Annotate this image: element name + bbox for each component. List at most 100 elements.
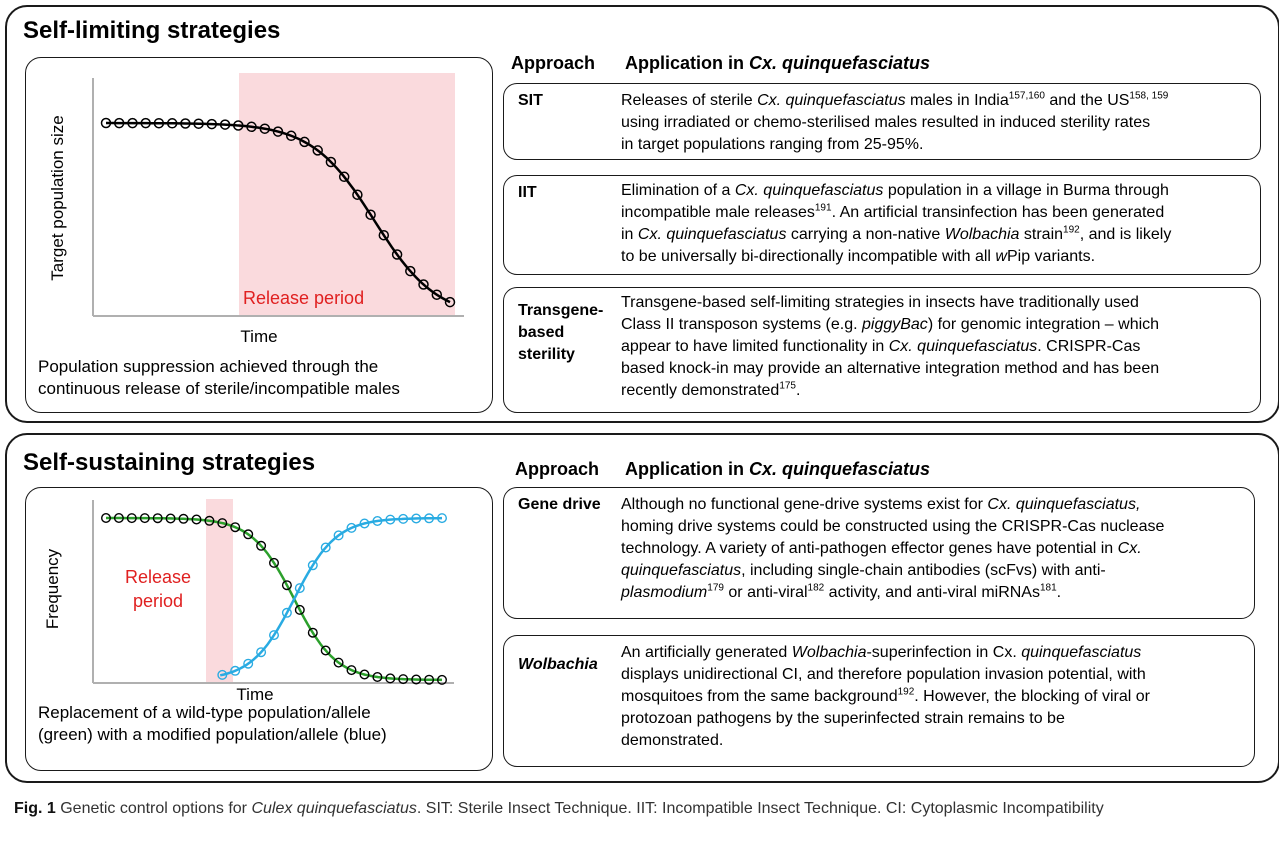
x-axis-label: Time <box>236 685 273 704</box>
modified-markers <box>217 513 448 680</box>
wild-type-marker <box>217 518 228 529</box>
self-limiting-panel: Self-limiting strategies Release period … <box>5 5 1279 423</box>
row-wolbachia: Wolbachia An artificially generated Wolb… <box>503 635 1255 767</box>
x-axis-label: Time <box>240 327 277 346</box>
population-marker <box>418 279 429 290</box>
text-line: based knock-in may provide an alternativ… <box>621 360 1160 377</box>
row-description: An artificially generated Wolbachia-supe… <box>621 642 1150 752</box>
population-marker <box>219 119 231 130</box>
population-marker <box>206 118 218 130</box>
wild-type-marker <box>320 645 331 656</box>
population-marker <box>378 229 390 241</box>
self-limiting-title: Self-limiting strategies <box>23 17 281 44</box>
modified-marker <box>307 560 318 571</box>
release-period-label-line1: Release <box>125 567 191 587</box>
wild-type-marker <box>256 540 267 551</box>
text-line: protozoan pathogens by the superinfected… <box>621 710 1065 727</box>
population-markers <box>100 117 456 308</box>
row-description: Although no functional gene-drive system… <box>621 494 1164 604</box>
text-line: An artificially generated Wolbachia-supe… <box>621 644 1142 661</box>
release-period-label: Release period <box>243 288 364 308</box>
row-gene-drive: Gene drive Although no functional gene-d… <box>503 487 1255 619</box>
row-description: Releases of sterile Cx. quinquefasciatus… <box>621 90 1168 156</box>
row-label: Gene drive <box>518 496 601 513</box>
approach-header: Approach <box>515 459 600 479</box>
text-line: displays unidirectional CI, and therefor… <box>621 666 1146 683</box>
application-header: Application in Cx. quinquefasciatus <box>625 53 931 73</box>
population-marker <box>127 117 138 129</box>
text-line: appear to have limited functionality in … <box>621 338 1141 355</box>
population-marker <box>352 189 363 200</box>
modified-marker <box>320 542 331 553</box>
wild-type-marker <box>424 674 435 685</box>
modified-marker <box>333 530 344 541</box>
population-marker <box>299 136 310 148</box>
wild-type-markers <box>100 513 448 685</box>
wild-type-marker <box>437 674 448 685</box>
modified-marker <box>385 514 396 525</box>
modified-marker <box>437 513 448 524</box>
wild-type-marker <box>385 673 396 684</box>
population-marker <box>246 121 257 133</box>
row-description: Elimination of a Cx. quinquefasciatus po… <box>621 180 1171 268</box>
self-sustaining-caption: Replacement of a wild-type population/al… <box>38 703 387 744</box>
population-marker <box>233 120 244 131</box>
figure-caption: Fig. 1 Genetic control options for Culex… <box>14 798 1254 820</box>
modified-marker <box>230 665 241 676</box>
text-line: in Cx. quinquefasciatus carrying a non-n… <box>621 224 1172 243</box>
modified-marker <box>411 513 422 524</box>
wild-type-marker <box>346 665 357 676</box>
approach-header: Approach <box>511 53 596 73</box>
text-line: demonstrated. <box>621 732 724 749</box>
row-label: SIT <box>518 92 543 109</box>
population-marker <box>365 209 376 220</box>
self-sustaining-graph: Release period Frequency Time Replacemen… <box>25 487 493 771</box>
row-iit: IIT Elimination of a Cx. quinquefasciatu… <box>503 175 1261 275</box>
release-period-shade <box>206 499 233 682</box>
modified-marker <box>256 647 267 658</box>
population-marker <box>180 118 191 129</box>
text-line: quinquefasciatus, including single-chain… <box>621 562 1106 579</box>
population-marker <box>431 289 443 300</box>
text-line: homing drive systems could be constructe… <box>621 518 1165 535</box>
row-label: Wolbachia <box>518 656 598 673</box>
row-sit: SIT Releases of sterile Cx. quinquefasci… <box>503 83 1261 160</box>
figure-caption-text: Genetic control options for Culex quinqu… <box>55 800 1104 817</box>
wild-type-marker <box>230 522 241 533</box>
population-marker <box>140 117 151 129</box>
self-sustaining-chart: Release period Frequency Time <box>43 499 454 704</box>
wild-type-marker <box>372 671 383 682</box>
population-marker <box>193 118 204 129</box>
population-marker <box>405 265 416 277</box>
figure-label: Fig. 1 <box>14 800 56 817</box>
modified-marker <box>294 583 305 594</box>
wild-type-marker <box>281 580 292 591</box>
wild-type-marker <box>398 674 409 685</box>
modified-marker <box>243 658 254 669</box>
modified-marker <box>359 518 370 529</box>
text-line: in target populations ranging from 25-95… <box>621 136 924 153</box>
release-period-label-line2: period <box>133 591 183 611</box>
y-axis-label: Frequency <box>43 548 62 629</box>
self-limiting-graph: Release period Target population size Ti… <box>25 57 493 413</box>
population-marker <box>113 117 125 129</box>
text-line: to be universally bi-directionally incom… <box>621 248 1096 265</box>
self-limiting-caption: Population suppression achieved through … <box>38 357 400 398</box>
text-line: Transgene-based self-limiting strategies… <box>621 294 1139 311</box>
population-marker <box>285 130 297 142</box>
wild-type-marker <box>243 529 254 540</box>
row-description: Transgene-based self-limiting strategies… <box>621 292 1159 402</box>
population-marker <box>100 117 112 129</box>
wild-type-marker <box>126 513 137 524</box>
modified-marker <box>424 513 435 524</box>
release-period-shade <box>239 73 455 315</box>
text-line: mosquitoes from the same background192. … <box>621 686 1150 705</box>
y-axis-label: Target population size <box>48 115 67 280</box>
text-line: Elimination of a Cx. quinquefasciatus po… <box>621 182 1169 199</box>
population-marker <box>325 156 337 168</box>
modified-curve <box>219 516 443 677</box>
self-limiting-chart: Release period Target population size Ti… <box>48 73 464 346</box>
wild-type-marker <box>191 514 202 525</box>
wild-type-marker <box>178 513 189 524</box>
modified-marker <box>268 630 279 641</box>
